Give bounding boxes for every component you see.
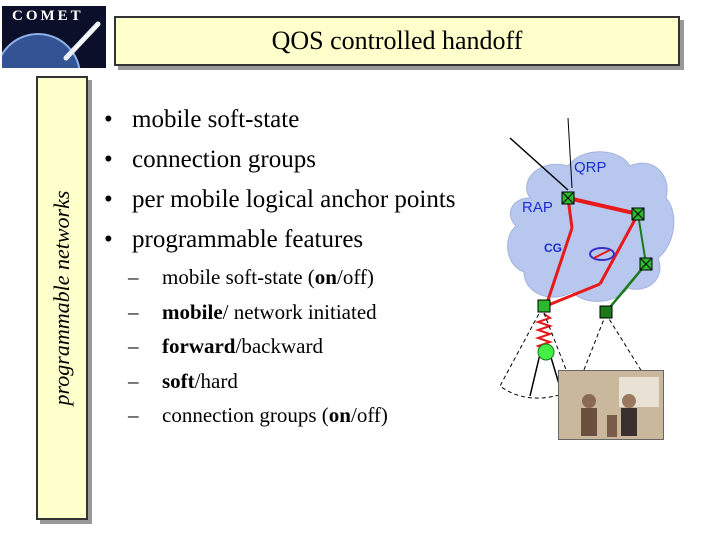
sub-item: –soft/hard <box>128 364 388 399</box>
red-link <box>544 227 574 307</box>
sub-item: –mobile soft-state (on/off) <box>128 260 388 295</box>
sub-dash: – <box>128 368 139 393</box>
title-box: QOS controlled handoff <box>114 16 680 66</box>
cg-ring <box>589 247 615 261</box>
sub-bold: forward <box>162 334 236 358</box>
sub-item: –forward/backward <box>128 329 388 364</box>
bullet-text: connection groups <box>132 146 316 173</box>
sub-bold: mobile <box>162 299 223 324</box>
side-label: programmable networks <box>49 190 74 406</box>
bullet-list: • mobile soft-state • connection groups • p… <box>104 100 456 260</box>
people-photo <box>558 370 664 440</box>
comet-logo: COMET <box>2 6 106 68</box>
sub-text: /off) <box>350 403 388 427</box>
logo-text: COMET <box>12 8 84 24</box>
node-mark <box>631 207 645 221</box>
sub-dash: – <box>128 403 139 427</box>
cg-ring-mark <box>593 249 611 259</box>
mobile-host <box>537 343 555 361</box>
bullet-text: programmable features <box>132 226 364 253</box>
sub-dash: – <box>128 334 139 358</box>
sub-text: /hard <box>194 368 238 393</box>
red-link <box>545 282 601 308</box>
bullet-dot: • <box>104 226 113 253</box>
incoming-link <box>509 137 569 191</box>
sub-bold: on <box>314 265 337 289</box>
network-diagram: QRP RAP CG <box>499 118 675 400</box>
bullet-item: • connection groups <box>104 140 456 180</box>
node-mark <box>561 191 575 205</box>
sub-bold: soft <box>162 368 195 393</box>
bullet-item: • programmable features <box>104 220 456 260</box>
sub-text: connection groups ( <box>162 403 329 427</box>
sub-bold: on <box>328 403 351 427</box>
sub-text: /backward <box>235 334 323 358</box>
qrp-label: QRP <box>574 159 607 176</box>
incoming-link <box>567 118 573 189</box>
bullet-dot: • <box>104 146 113 173</box>
access-node <box>599 305 613 319</box>
green-link <box>605 263 647 313</box>
sub-text: /off) <box>336 265 374 289</box>
arrow-link <box>529 353 541 397</box>
red-link <box>567 196 639 216</box>
sub-item: –mobile/ network initiated <box>128 295 388 330</box>
photo-image <box>559 371 663 439</box>
access-node <box>537 299 551 313</box>
bullet-text: per mobile logical anchor points <box>132 186 456 213</box>
bullet-dot: • <box>104 106 113 133</box>
red-link <box>598 213 640 285</box>
side-label-box: programmable networks <box>36 76 88 520</box>
bullet-item: • mobile soft-state <box>104 100 456 140</box>
slide-title: QOS controlled handoff <box>271 26 523 55</box>
sub-bullet-list: –mobile soft-state (on/off) –mobile/ net… <box>128 260 388 433</box>
cg-label: CG <box>544 241 562 255</box>
sub-dash: – <box>128 299 139 324</box>
sub-text: mobile soft-state ( <box>162 265 315 289</box>
node-mark <box>639 257 653 271</box>
bullet-item: • per mobile logical anchor points <box>104 180 456 220</box>
sub-dash: – <box>128 265 139 289</box>
green-link <box>637 213 647 265</box>
sub-item: –connection groups (on/off) <box>128 398 388 433</box>
sub-text: / network initiated <box>222 299 377 324</box>
rap-label: RAP <box>522 199 553 216</box>
comet-graphic <box>2 21 101 68</box>
bullet-text: mobile soft-state <box>132 106 300 133</box>
bullet-dot: • <box>104 186 113 213</box>
network-cloud <box>507 151 675 302</box>
